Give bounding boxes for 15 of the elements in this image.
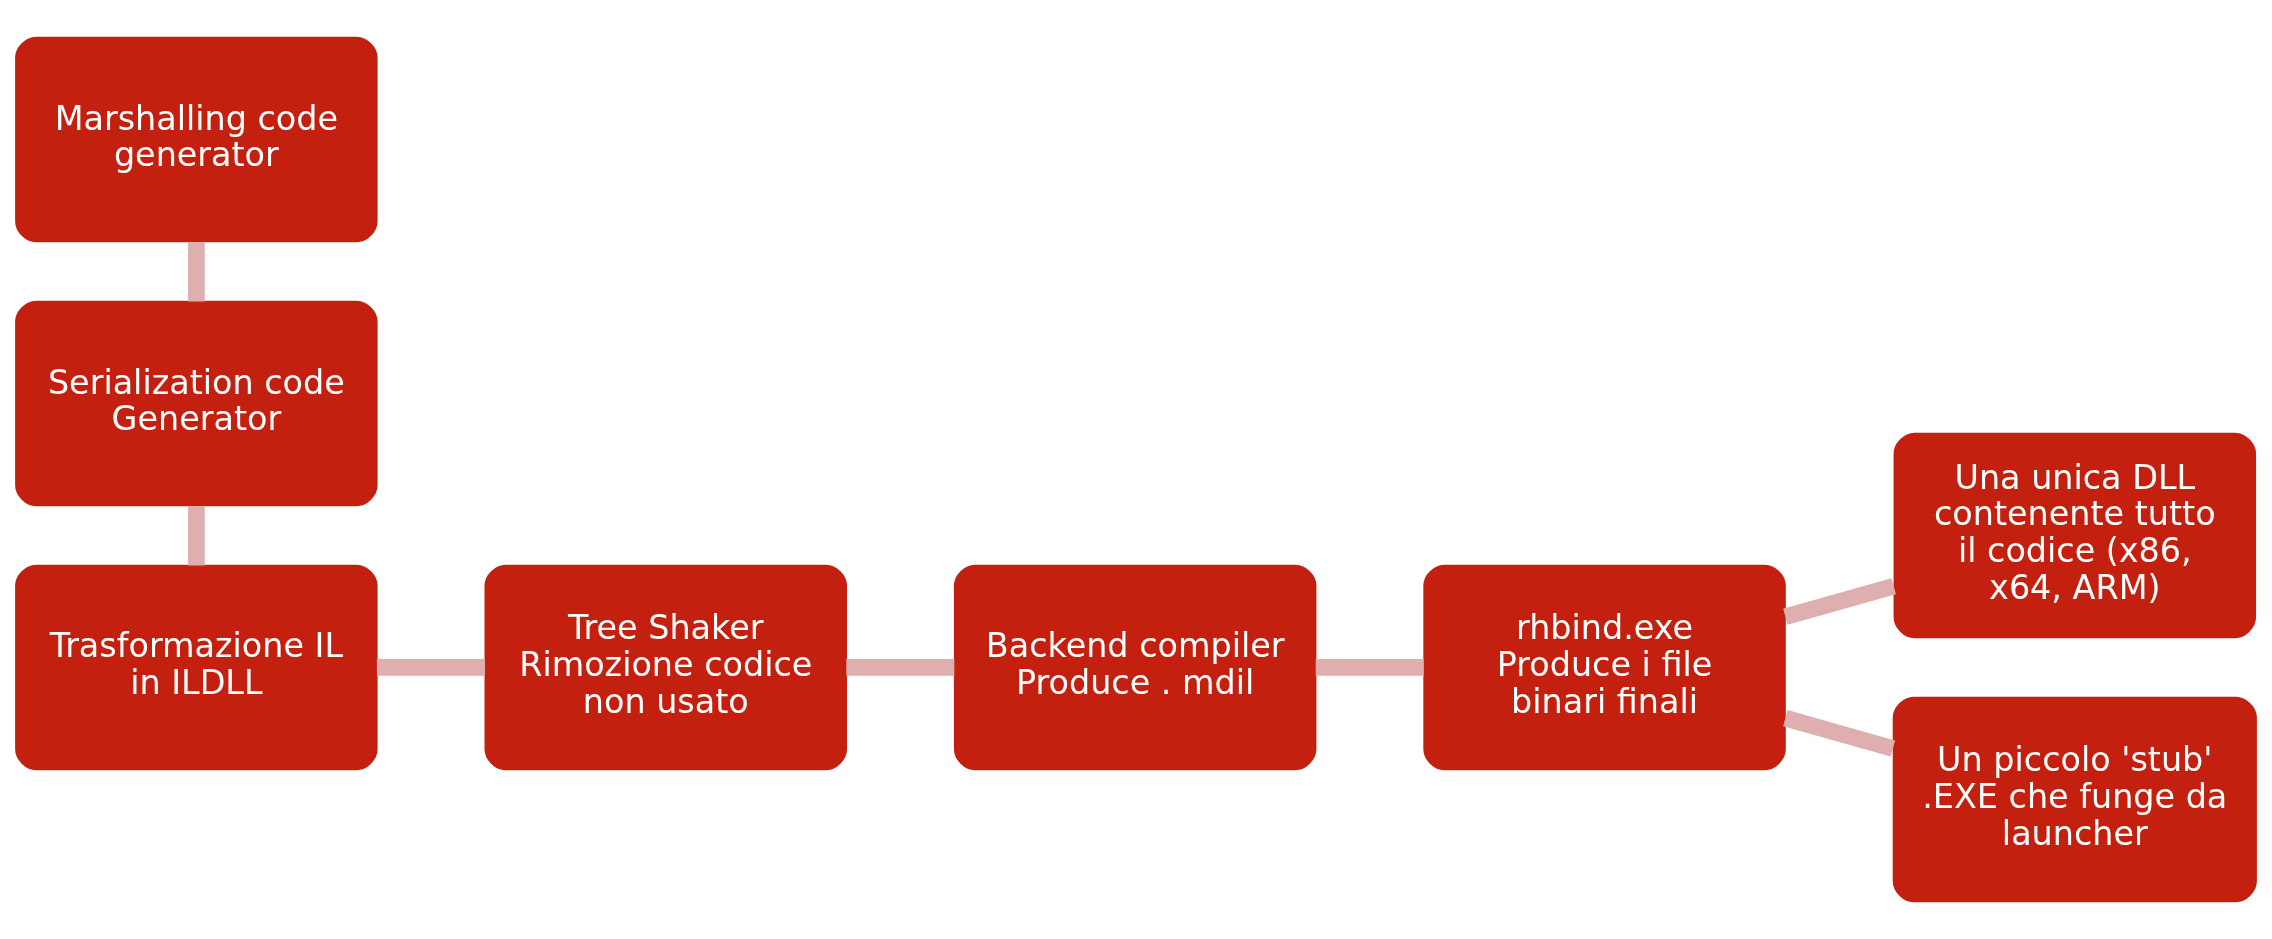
node-box: Backend compiler Produce . mdil (953, 564, 1317, 771)
node-box: Trasformazione IL in ILDLL (15, 564, 378, 771)
connector (1315, 659, 1424, 676)
node-box: Una unica DLL contenente tutto il codice (x86, x64, ARM) (1893, 432, 2257, 639)
node-box: Tree Shaker Rimozione codice non usato (484, 564, 847, 771)
connector (1783, 578, 1896, 625)
connector (1783, 710, 1896, 757)
connector (188, 242, 205, 302)
connector (188, 505, 205, 566)
node-box: Serialization code Generator (15, 300, 378, 507)
node-box: Marshalling code generator (15, 36, 378, 243)
connector (376, 659, 485, 676)
node-box: Un piccolo 'stub' .EXE che funge da launcher (1892, 696, 2257, 903)
node-box: rhbind.exe Produce i file binari finali (1423, 564, 1786, 771)
connector (846, 659, 955, 676)
